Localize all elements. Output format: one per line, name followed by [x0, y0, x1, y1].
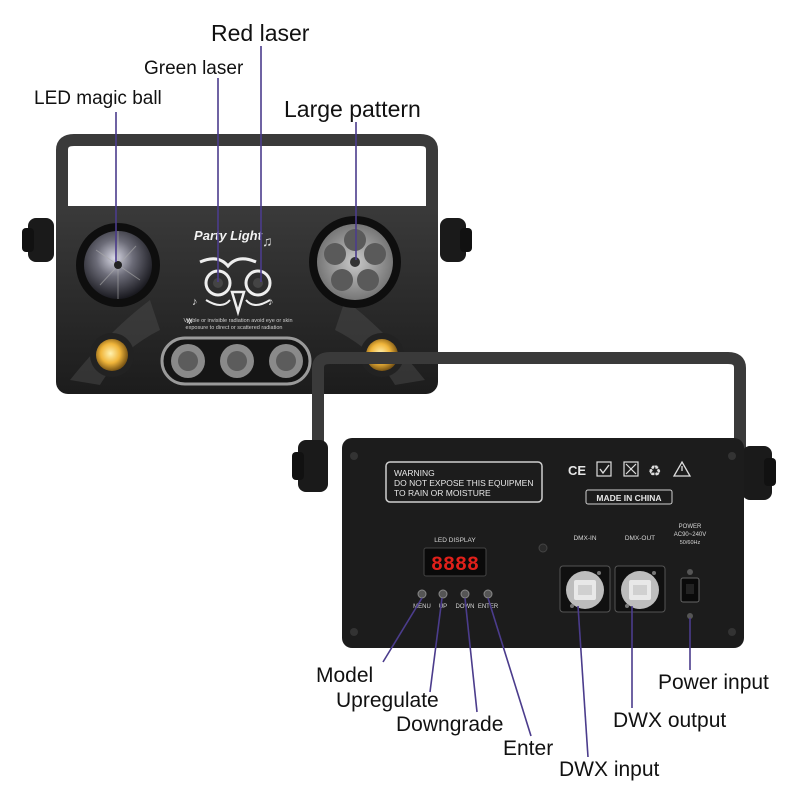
rear-warning-box: [385, 461, 543, 503]
recycle-icon: ♻: [648, 463, 661, 480]
callout-dwx-output: DWX output: [613, 709, 727, 732]
music-note-icon: ♪: [192, 296, 198, 308]
power-input-socket[interactable]: [680, 569, 700, 619]
music-note-icon: ♪: [268, 296, 274, 308]
led-display-value: 8888: [431, 554, 479, 577]
front-brand-label: Party Light: [194, 228, 263, 243]
warning-triangle-icon: [672, 460, 692, 477]
enter-button-label: ENTER: [478, 604, 499, 610]
dmx-in-port[interactable]: [559, 565, 611, 613]
dmx-out-port[interactable]: [614, 565, 666, 613]
dmx-in-label: DMX-IN: [573, 535, 596, 542]
strobe-lens-strip: [160, 336, 312, 386]
ce-mark: CE: [568, 463, 586, 478]
rear-warning-line2: TO RAIN OR MOISTURE: [394, 488, 491, 498]
menu-button[interactable]: [417, 589, 427, 599]
callout-upregulate: Upregulate: [336, 689, 439, 712]
laser-warning-icon: ✲: [186, 317, 193, 326]
callout-green-laser: Green laser: [144, 58, 244, 79]
callout-large-pattern: Large pattern: [284, 96, 421, 122]
weee-bin-icon: [623, 461, 639, 477]
down-button[interactable]: [460, 589, 470, 599]
callout-red-laser: Red laser: [211, 20, 310, 46]
down-button-label: DOWN: [456, 604, 475, 610]
up-button-label: UP: [439, 604, 447, 610]
callout-enter: Enter: [503, 737, 554, 760]
power-voltage: AC90~240V: [674, 532, 707, 538]
callout-downgrade: Downgrade: [396, 713, 504, 736]
front-warning-line1: Visible or invisible radiation avoid eye…: [183, 318, 292, 324]
front-right-knob[interactable]: [440, 218, 472, 262]
callout-power-input: Power input: [658, 671, 769, 694]
front-bracket: [56, 134, 438, 238]
callout-dwx-input: DWX input: [559, 758, 660, 781]
music-note-icon: ♫: [262, 233, 273, 249]
rear-bracket: [312, 352, 746, 468]
led-display-window: [423, 547, 487, 577]
sound-sensor: [538, 543, 548, 553]
enter-button[interactable]: [483, 589, 493, 599]
green-laser-port: [213, 278, 223, 288]
rear-left-knob[interactable]: [292, 440, 328, 492]
callout-led-magic-ball: LED magic ball: [34, 88, 162, 109]
rear-warning-title: WARNING: [394, 468, 435, 478]
menu-button-label: MENU: [413, 604, 431, 610]
rear-warning-line1: DO NOT EXPOSE THIS EQUIPMEN: [394, 478, 534, 488]
checkmark-icon: [596, 461, 612, 477]
rear-right-knob[interactable]: [742, 446, 776, 500]
power-label: POWER: [679, 524, 702, 530]
callout-model: Model: [316, 664, 374, 687]
made-in-china-box: [585, 489, 673, 505]
dmx-out-label: DMX-OUT: [625, 535, 655, 542]
callout-leader-lines: [115, 46, 691, 758]
amber-led-left: [90, 333, 134, 377]
rear-unit: WARNING DO NOT EXPOSE THIS EQUIPMEN TO R…: [292, 352, 776, 648]
up-button[interactable]: [438, 589, 448, 599]
front-left-knob[interactable]: [22, 218, 54, 262]
front-warning-line2: exposure to direct or scattered radiatio…: [186, 325, 283, 331]
large-pattern-lens: [309, 216, 401, 308]
made-in-china-label: MADE IN CHINA: [596, 493, 661, 503]
power-frequency: 50/60Hz: [680, 540, 701, 546]
led-magic-ball: [76, 223, 160, 307]
led-display-label: LED DISPLAY: [434, 537, 476, 544]
